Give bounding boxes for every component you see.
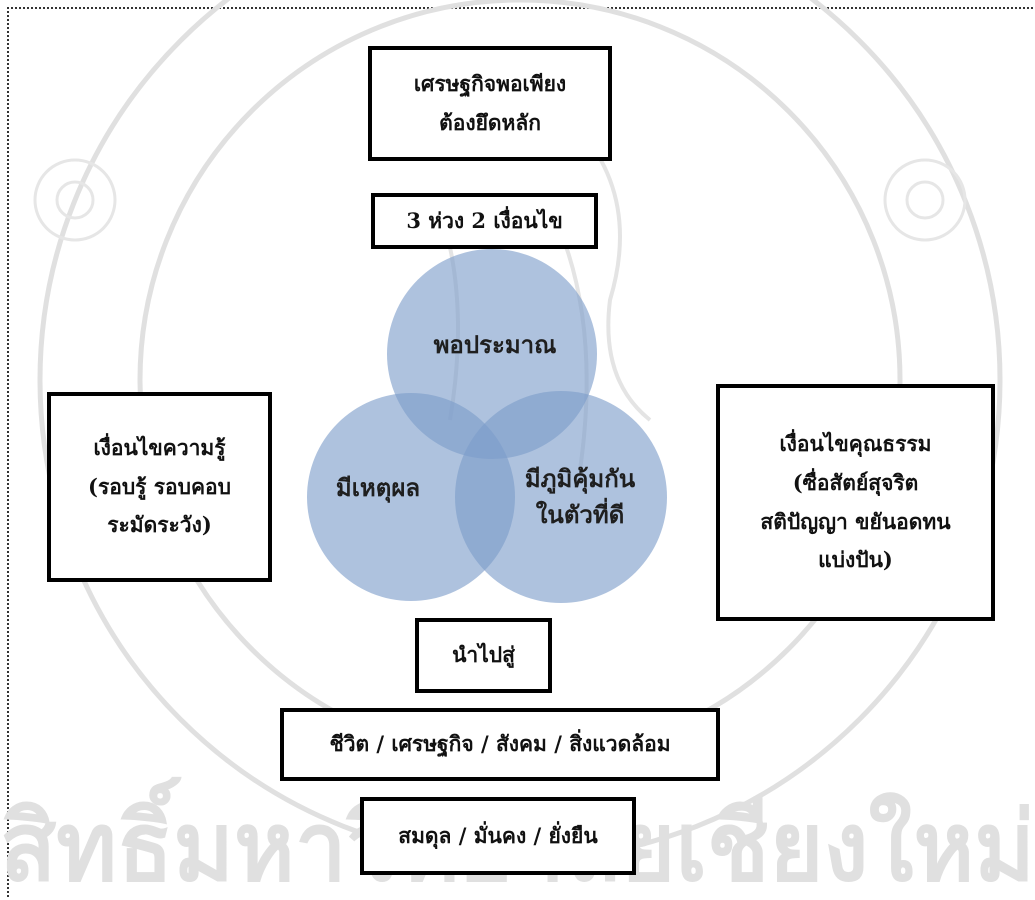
reasonableness-circle — [307, 393, 515, 601]
right-flower-ornament — [883, 158, 967, 242]
moral-condition-detail-3: แบ่งปัน) — [818, 547, 893, 573]
outcome-label: สมดุล / มั่นคง / ยั่งยืน — [398, 822, 598, 848]
reasonableness-label: มีเหตุผล — [335, 473, 421, 502]
moral-condition-title: เงื่อนไขคุณธรรม — [779, 430, 932, 456]
principle-box: 3 ห่วง 2 เงื่อนไข — [371, 193, 598, 249]
page-border — [7, 7, 1035, 897]
self-immunity-label: มีภูมิคุ้มกัน ในตัวที่ดี — [500, 461, 660, 533]
principle-label: 3 ห่วง 2 เงื่อนไข — [406, 207, 563, 233]
domains-label: ชีวิต / เศรษฐกิจ / สังคม / สิ่งแวดล้อม — [329, 731, 671, 757]
must-adhere-label: ต้องยึดหลัก — [439, 109, 541, 135]
balance-stability-sustainability-box: สมดุล / มั่นคง / ยั่งยืน — [360, 797, 636, 875]
sufficiency-economy-title: เศรษฐกิจพอเพียง — [413, 70, 567, 96]
moral-condition-detail-2: สติปัญญา ขยันอดทน — [760, 508, 951, 534]
knowledge-condition-title: เงื่อนไขความรู้ — [93, 434, 226, 460]
knowledge-condition-detail-1: (รอบรู้ รอบคอบ — [88, 473, 231, 499]
moral-condition-box: เงื่อนไขคุณธรรม (ซื่อสัตย์สุจริต สติปัญญ… — [716, 384, 995, 621]
knowledge-condition-box: เงื่อนไขความรู้ (รอบรู้ รอบคอบ ระมัดระวั… — [47, 392, 272, 582]
sufficiency-economy-box: เศรษฐกิจพอเพียง ต้องยึดหลัก — [368, 46, 612, 161]
moderation-label: พอประมาณ — [433, 330, 557, 359]
life-economy-society-environment-box: ชีวิต / เศรษฐกิจ / สังคม / สิ่งแวดล้อม — [280, 708, 720, 781]
self-immunity-line-2: ในตัวที่ดี — [535, 500, 625, 529]
leads-to-box: นำไปสู่ — [415, 618, 552, 693]
moral-condition-detail-1: (ซื่อสัตย์สุจริต — [792, 469, 919, 495]
self-immunity-circle — [455, 391, 667, 603]
leads-to-label: นำไปสู่ — [452, 642, 515, 668]
left-flower-ornament — [33, 158, 117, 242]
knowledge-condition-detail-2: ระมัดระวัง) — [107, 512, 212, 538]
self-immunity-line-1: มีภูมิคุ้มกัน — [524, 464, 636, 493]
